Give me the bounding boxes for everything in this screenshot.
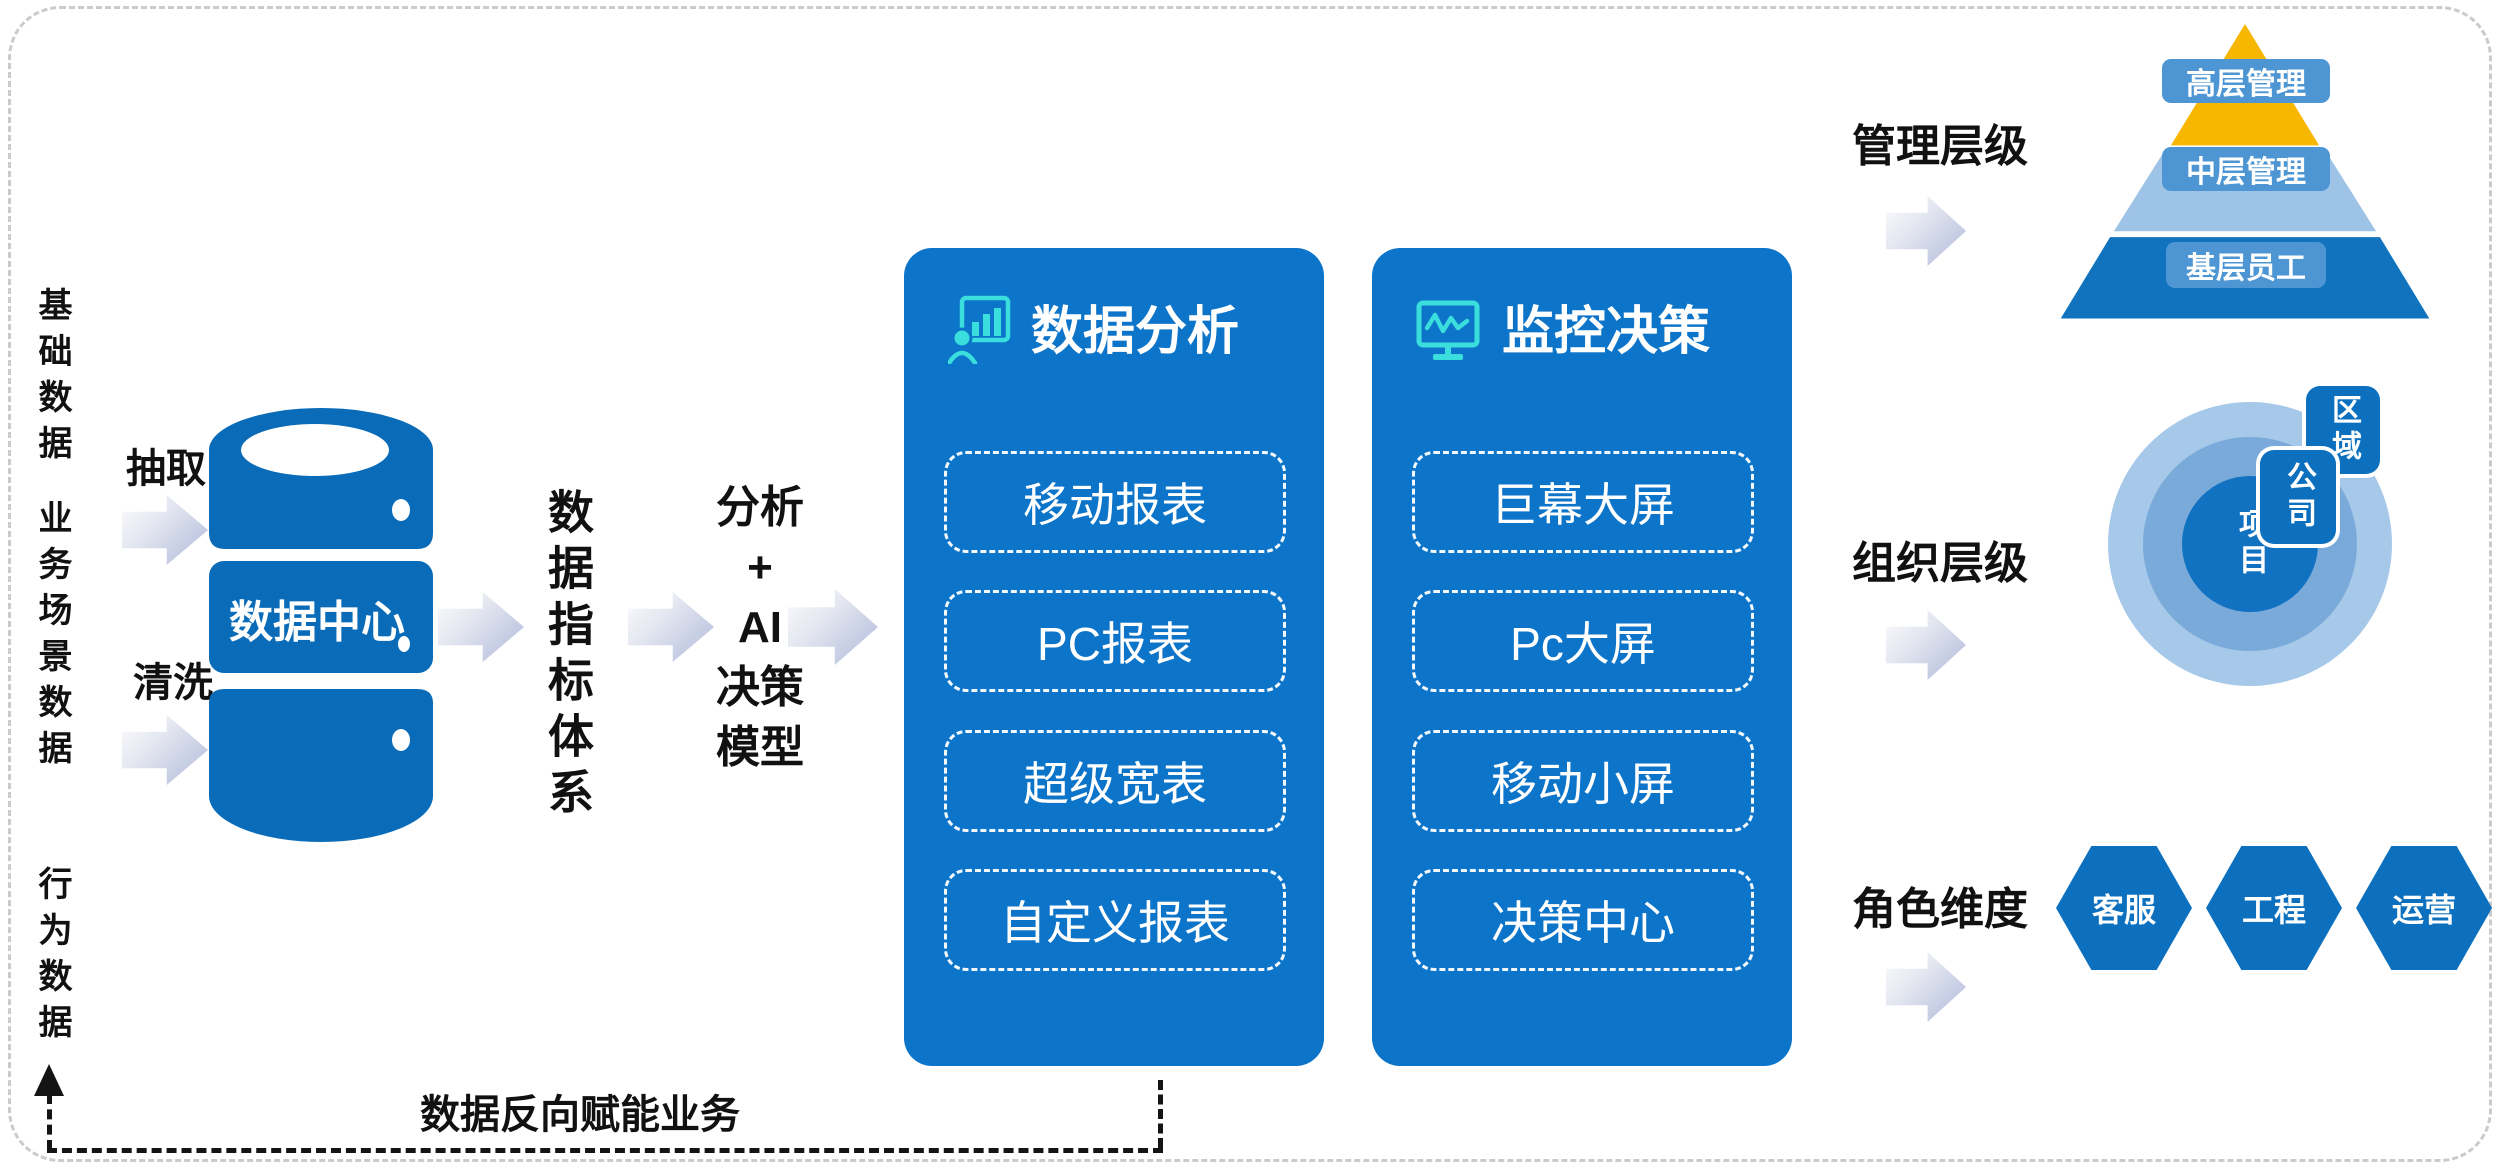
panel-item: 决策中心 — [1412, 869, 1754, 971]
panel-title: 数据分析 — [1031, 303, 1240, 361]
panel-data-analysis: 数据分析 移动报表 PC报表 超级宽表 自定义报表 — [904, 248, 1324, 1066]
panel-item: 巨幕大屏 — [1412, 451, 1754, 553]
org-badge-company: 公司 — [2260, 450, 2336, 544]
monitor-pulse-icon — [1416, 300, 1480, 360]
model-line: 模型 — [716, 723, 804, 772]
panel-item: Pc大屏 — [1412, 590, 1754, 692]
feedback-line-right — [1158, 1080, 1163, 1148]
feedback-line-left — [47, 1094, 52, 1150]
feedback-line-bottom — [47, 1148, 1163, 1153]
management-pyramid: 高层管理 中层管理 基层员工 — [2055, 24, 2435, 320]
model-line: 分析 — [716, 483, 804, 532]
panel-item: 超级宽表 — [944, 730, 1286, 832]
dashed-frame — [8, 6, 2492, 1162]
org-badge-label: 公司 — [2282, 461, 2315, 533]
presenter-chart-icon — [948, 295, 1011, 364]
data-center-label: 数据中心 — [229, 598, 405, 647]
model-line: 决策 — [716, 663, 804, 712]
feedback-up-arrow-icon — [34, 1064, 64, 1096]
clean-label: 清洗 — [133, 661, 213, 705]
panel-item: 自定义报表 — [944, 869, 1286, 971]
indicator-system-label: 数据指标体系 — [542, 488, 594, 824]
org-badge-region: 区域 — [2306, 386, 2380, 474]
database-icon — [209, 408, 433, 842]
pyramid-level-label: 高层管理 — [2162, 59, 2330, 103]
ai-model-block: 分析 + AI 决策 模型 — [672, 478, 848, 778]
pyramid-level-label: 中层管理 — [2162, 147, 2330, 191]
panel-title: 监控决策 — [1502, 303, 1711, 361]
model-line: AI — [738, 603, 782, 652]
role-dimension-label: 角色维度 — [1852, 885, 2028, 934]
panel-item: 移动报表 — [944, 451, 1286, 553]
source-label-behavior-data: 行为数据 — [33, 866, 71, 1050]
source-label-business-scene-data: 业务场景数据 — [33, 500, 71, 776]
source-label-basic-data: 基础数据 — [33, 287, 71, 471]
organization-level-label: 组织层级 — [1852, 539, 2028, 588]
panel-item: PC报表 — [944, 590, 1286, 692]
pyramid-level-label: 基层员工 — [2166, 242, 2326, 288]
extract-label: 抽取 — [126, 447, 206, 491]
panel-monitor-decision: 监控决策 巨幕大屏 Pc大屏 移动小屏 决策中心 — [1372, 248, 1792, 1066]
management-level-label: 管理层级 — [1852, 122, 2028, 171]
panel-item: 移动小屏 — [1412, 730, 1754, 832]
feedback-label: 数据反向赋能业务 — [420, 1093, 740, 1137]
model-line: + — [747, 543, 773, 592]
